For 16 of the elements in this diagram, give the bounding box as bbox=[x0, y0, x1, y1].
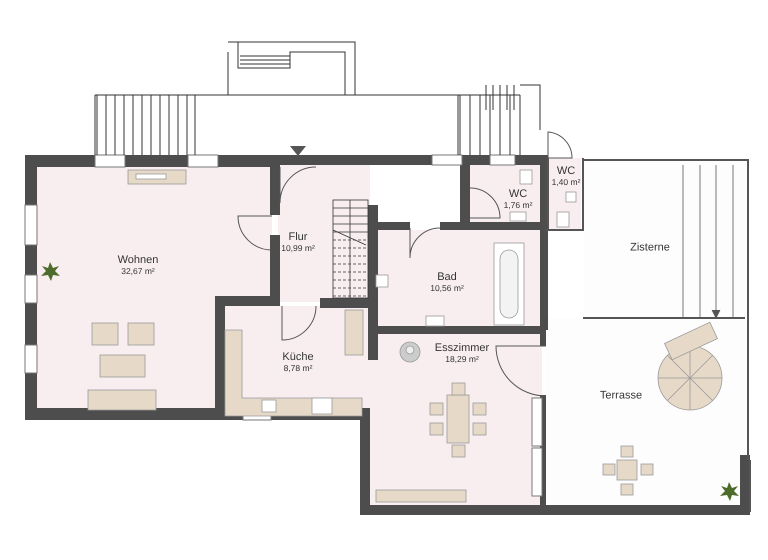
room-area: 1,76 m² bbox=[504, 200, 532, 210]
room-area: 10,99 m² bbox=[281, 243, 315, 254]
room-name: WC bbox=[508, 188, 528, 200]
room-name: WC bbox=[556, 164, 576, 178]
room-name: Wohnen bbox=[118, 254, 158, 266]
room-area: 10,56 m² bbox=[430, 283, 464, 294]
room-name: Küche bbox=[282, 350, 314, 364]
room-area: 32,67 m² bbox=[118, 266, 158, 276]
room-name: Esszimmer bbox=[434, 342, 490, 354]
room-name: Zisterne bbox=[630, 242, 670, 254]
room-area: 18,29 m² bbox=[434, 354, 490, 364]
room-area: 8,78 m² bbox=[282, 363, 314, 374]
room-name: Terrasse bbox=[600, 390, 642, 402]
room-name: Flur bbox=[288, 230, 308, 244]
room-area: 1,40 m² bbox=[552, 177, 580, 188]
room-name: Bad bbox=[436, 270, 458, 284]
